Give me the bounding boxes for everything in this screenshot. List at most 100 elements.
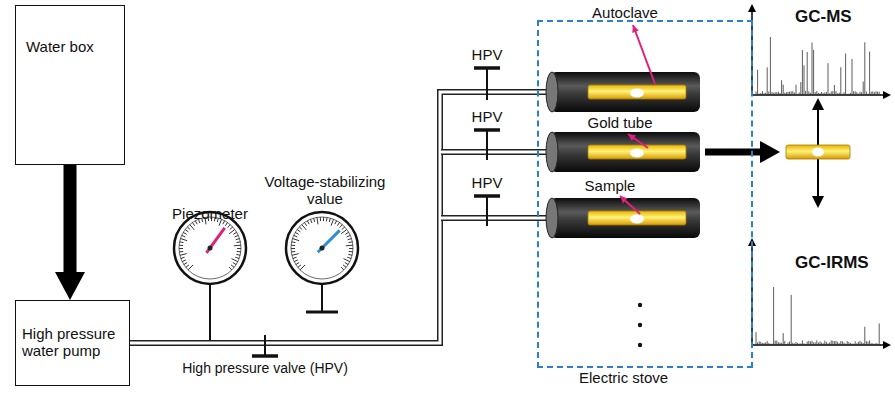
callout-arrowhead xyxy=(628,134,636,141)
gauge-tick xyxy=(295,232,298,234)
chart-title: GC-IRMS xyxy=(795,254,890,271)
sample-charge xyxy=(630,215,644,224)
gauge-tick xyxy=(234,245,241,247)
gauge-tick xyxy=(182,235,186,237)
box-label: Water box xyxy=(26,38,116,55)
flow-arrow xyxy=(64,165,77,272)
gauge-tick xyxy=(228,225,231,228)
sample-charge xyxy=(630,149,644,158)
part-label: HPV xyxy=(467,174,507,191)
callout-arrowhead xyxy=(620,196,628,203)
autoclave-body xyxy=(550,132,700,172)
part-label: High pressure valve (HPV) xyxy=(180,361,350,376)
gauge-tick xyxy=(292,241,296,243)
gauge-tick xyxy=(342,227,345,230)
gauge-tick xyxy=(192,222,194,225)
valve-handle xyxy=(474,128,500,132)
box-label: High pressure water pump xyxy=(22,325,123,359)
axis-arrowhead xyxy=(883,341,891,349)
gauge-tick xyxy=(235,235,239,237)
gauge-tick xyxy=(231,265,234,268)
gauge-tick xyxy=(236,239,240,240)
gauge-tick xyxy=(179,251,183,253)
split-arrowhead xyxy=(812,196,824,208)
gauge-tick xyxy=(310,219,311,223)
gauge-tick xyxy=(326,217,328,221)
gauge-tick xyxy=(307,221,309,225)
gauge-tick xyxy=(181,257,185,258)
gauge-tick xyxy=(229,267,232,270)
gauge-tick xyxy=(297,230,300,232)
gauge-tick xyxy=(323,217,324,221)
split-arrowhead xyxy=(812,98,824,110)
gauge-tick xyxy=(225,222,227,225)
gauge-tick xyxy=(300,265,305,270)
axis-arrowhead xyxy=(748,4,756,12)
gauge-needle xyxy=(318,230,340,252)
gauge-tick xyxy=(294,235,298,237)
callout-arrow xyxy=(620,196,640,214)
gauge-tick xyxy=(341,230,347,234)
gauge-tick xyxy=(320,217,321,221)
gauge-tick xyxy=(298,265,301,268)
gauge-tick xyxy=(302,225,307,230)
gauge-tick xyxy=(341,267,344,270)
gauge-tick xyxy=(180,254,187,256)
gauge-tick xyxy=(343,265,346,268)
gauge-hub xyxy=(208,246,213,251)
gauge-tick xyxy=(344,259,350,262)
sample-charge xyxy=(630,89,644,98)
gauge-stem xyxy=(209,284,211,340)
gauge-tick xyxy=(235,257,239,258)
gauge-tick xyxy=(329,218,330,222)
pipe-bore xyxy=(440,151,552,154)
gauge-tick xyxy=(291,245,295,246)
transfer-arrow xyxy=(705,149,762,156)
gauge-tick xyxy=(179,245,183,246)
gauge-tick xyxy=(293,257,297,258)
gauge-tick xyxy=(296,262,299,264)
gauge-tick xyxy=(236,241,240,243)
gauge-tick xyxy=(184,262,187,264)
gauge-tick xyxy=(180,239,187,241)
gauge-stem xyxy=(321,284,323,312)
gauge-tick xyxy=(340,225,343,228)
valve-handle xyxy=(474,194,500,198)
gauge-tick xyxy=(337,222,339,225)
gauge-tick xyxy=(335,221,337,225)
gold-tube xyxy=(786,145,850,159)
gauge-dial xyxy=(174,212,246,284)
gauge-tick xyxy=(190,225,195,230)
gauge-tick xyxy=(345,232,348,234)
gauge-tick xyxy=(291,248,295,249)
gauge-tick xyxy=(187,227,190,230)
chromatogram-peaks xyxy=(756,37,879,95)
callout-arrowhead xyxy=(632,25,639,33)
gauge-tick xyxy=(232,259,238,262)
valve-handle xyxy=(474,66,500,70)
axis-arrowhead xyxy=(883,91,891,99)
continuation-dot xyxy=(638,323,642,327)
gauge-tick xyxy=(233,262,236,264)
gauge-tick xyxy=(186,265,189,268)
gauge-tick xyxy=(291,251,295,253)
gauge-tick xyxy=(347,257,351,258)
gauge-needle xyxy=(206,228,224,253)
gauge-tick xyxy=(348,241,352,243)
gauge-dial xyxy=(286,212,358,284)
gauge-tick xyxy=(299,227,302,230)
chart-title: GC-MS xyxy=(795,8,885,25)
region-caption: Electric stove xyxy=(579,369,668,386)
autoclave-body xyxy=(550,72,700,112)
gauge-tick xyxy=(294,260,298,262)
gauge-tick xyxy=(304,222,306,225)
part-label: Piezometer xyxy=(155,205,265,222)
pipe-bore xyxy=(440,217,552,220)
stem-bar xyxy=(306,311,338,314)
gauge-tick xyxy=(230,227,233,230)
gauge-tick xyxy=(182,260,186,262)
gauge-tick xyxy=(349,251,353,253)
gauge-tick xyxy=(348,254,352,256)
